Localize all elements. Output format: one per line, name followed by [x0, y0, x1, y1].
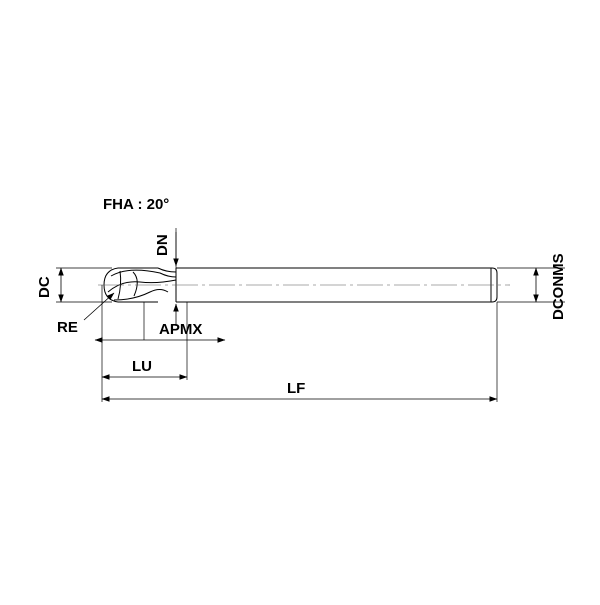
dimension-lines: [58, 232, 539, 402]
dconms-label: DCONMS: [550, 253, 567, 320]
dn-label: DN: [154, 234, 171, 256]
lf-label: LF: [287, 380, 306, 397]
tool-outline: [103, 267, 498, 303]
shank-outline: [176, 267, 498, 303]
flute-3: [113, 289, 169, 301]
flute-6: [157, 267, 177, 273]
dc-label: DC: [36, 276, 53, 298]
re-leader-line: [83, 292, 115, 321]
flute-5: [132, 271, 138, 297]
lu-label: LU: [132, 358, 152, 375]
apmx-label: APMX: [159, 321, 203, 338]
flute-1: [110, 269, 177, 278]
flute-2: [107, 279, 177, 293]
extension-lines: [56, 228, 565, 402]
fha-label: FHA : 20°: [103, 196, 170, 213]
re-label: RE: [57, 319, 78, 336]
